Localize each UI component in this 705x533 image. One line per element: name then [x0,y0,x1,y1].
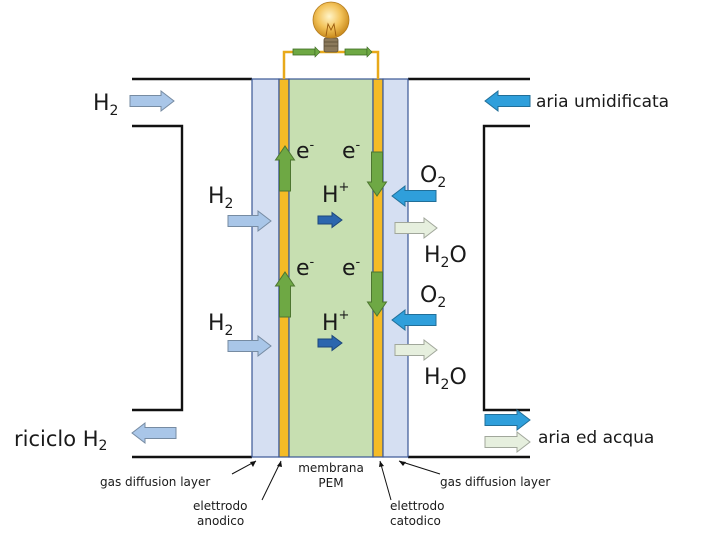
cathode-o2-label: O2 [420,283,446,311]
anode-h2-label: H2 [208,184,233,212]
channel-outlines [132,77,530,459]
air-inlet-arrow [484,89,531,113]
h2-inlet-arrow [129,89,175,113]
electrode-anode [278,78,290,458]
proton-arrow [317,211,343,229]
external-circuit [282,1,380,79]
h2-diffusion-arrow [227,209,272,233]
electron-label: e- [342,138,361,164]
callout-membrane-line1: membrana [298,461,364,475]
inlet-air-label: aria umidificata [536,92,669,112]
outlet-recycle-label: riciclo H2 [14,427,107,454]
electron-label: e- [342,255,361,281]
electron-up-arrow [274,145,296,192]
resistor-icon [292,46,373,58]
h2-diffusion-arrow [227,334,272,358]
gas-diffusion-layer-cathode [382,78,409,458]
air-water-outlet-arrow [484,408,531,432]
o2-arrow [391,308,437,332]
electrode-cathode [372,78,384,458]
callout-membrane-line2: PEM [318,476,343,490]
electron-down-arrow [366,151,388,197]
h2o-arrow [394,338,438,362]
cathode-h2o-label: H2O [424,365,467,393]
callout-anode-line1: elettrodo [193,499,247,513]
callout-cathode-line1: elettrodo [390,499,444,513]
h2o-arrow [394,216,438,240]
membrane-pem [288,78,374,458]
proton-label: H+ [322,180,349,208]
cathode-o2-label: O2 [420,163,446,191]
callout-gdl-anode: gas diffusion layer [100,475,210,489]
electron-down-arrow [366,271,388,317]
callout-anode-line2: anodico [197,514,244,528]
proton-arrow [317,334,343,352]
inlet-h2-label: H2 [93,91,118,119]
callout-cathode-line2: catodico [390,514,441,528]
callout-gdl-cathode: gas diffusion layer [440,475,550,489]
anode-h2-label: H2 [208,311,233,339]
proton-label: H+ [322,308,349,336]
electron-label: e- [296,138,315,164]
h2-recycle-arrow [131,421,177,445]
cell-stack [251,78,409,458]
gas-diffusion-layer-anode [251,78,280,458]
water-outlet-arrow [484,430,531,454]
o2-arrow [391,184,437,208]
electron-up-arrow [274,271,296,318]
flow-arrows [129,89,531,454]
cathode-h2o-label: H2O [424,243,467,271]
lightbulb-icon [312,1,350,53]
outlet-air-water-label: aria ed acqua [538,428,654,448]
electron-label: e- [296,255,315,281]
callout-arrowheads [250,461,406,467]
